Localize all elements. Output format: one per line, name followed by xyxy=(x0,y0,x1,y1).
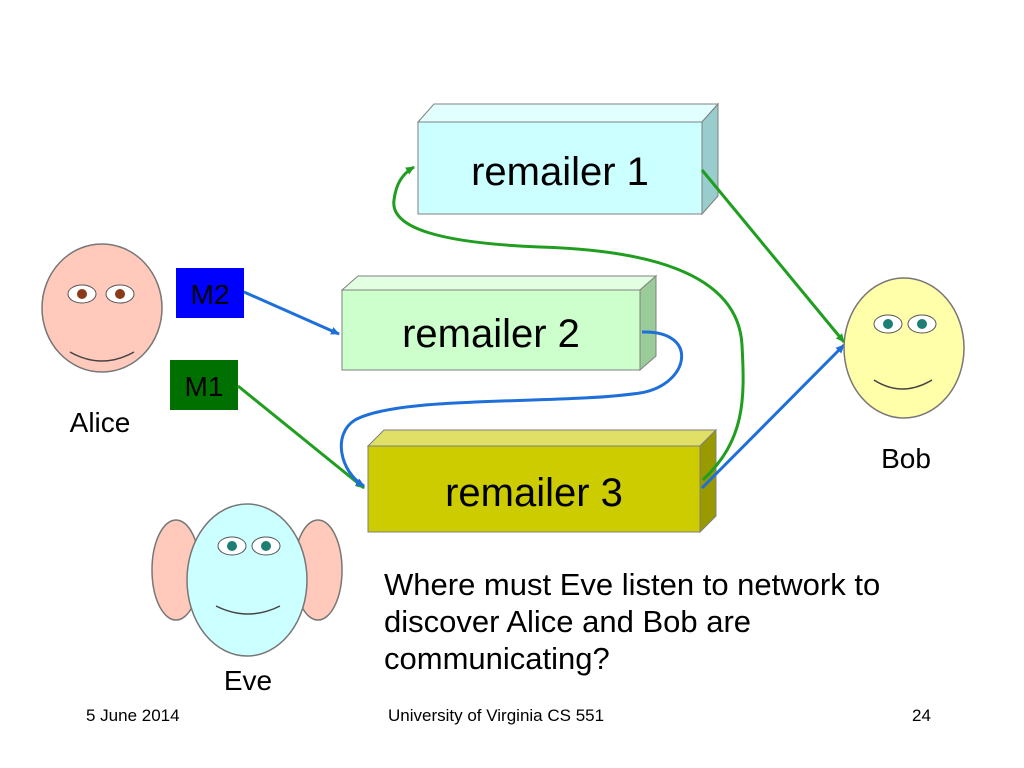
message-m1: M1 xyxy=(170,360,238,410)
alice-face xyxy=(41,243,163,373)
footer-date: 5 June 2014 xyxy=(86,706,180,725)
footer-page-number: 24 xyxy=(912,706,931,725)
footer-course: University of Virginia CS 551 xyxy=(388,706,605,725)
alice-label: Alice xyxy=(70,407,131,438)
bob-label: Bob xyxy=(881,443,931,474)
m2-label: M2 xyxy=(191,279,230,310)
remailer-3-to-bob-arrow xyxy=(700,343,846,490)
message-m2: M2 xyxy=(176,268,244,318)
remailer-1-box: remailer 1 xyxy=(416,102,720,216)
remailer-2-to-remailer-3-arrow xyxy=(339,330,684,488)
remailer-2-box: remailer 2 xyxy=(340,274,658,372)
remailer-3-label: remailer 3 xyxy=(445,471,623,515)
m2-to-remailer-2-arrow xyxy=(243,290,340,336)
eve-face xyxy=(151,503,343,657)
eve-label: Eve xyxy=(224,665,272,696)
remailer-3-to-remailer-1-arrow xyxy=(392,165,745,482)
m1-label: M1 xyxy=(185,371,224,402)
remailer-1-to-bob-arrow xyxy=(700,169,846,343)
remailer-3-box: remailer 3 xyxy=(366,428,718,534)
question-text: Where must Eve listen to network to disc… xyxy=(384,567,881,676)
bob-face xyxy=(843,277,965,419)
remailer-2-label: remailer 2 xyxy=(402,312,580,356)
m1-to-remailer-3-arrow xyxy=(237,384,365,490)
remailer-1-label: remailer 1 xyxy=(471,150,649,194)
